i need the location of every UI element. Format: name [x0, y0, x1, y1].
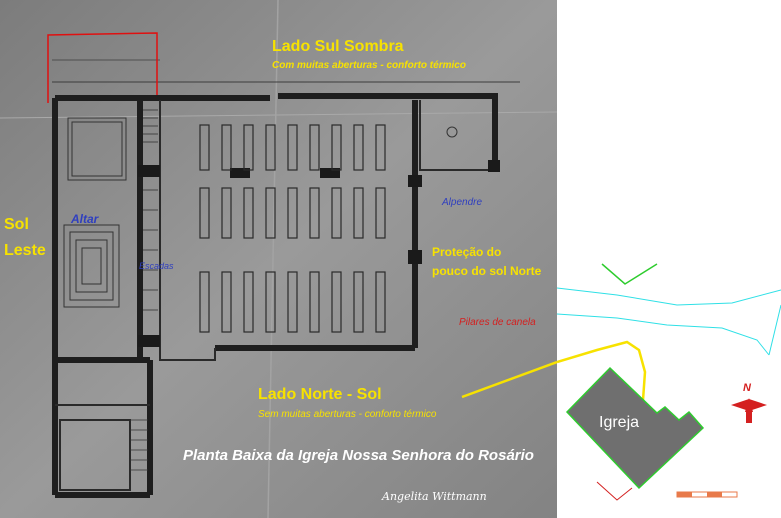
north-sun-protection-label-1: Proteção do	[432, 245, 502, 259]
site-plan-drawing	[557, 263, 781, 501]
site-plan: Igreja N	[557, 0, 781, 518]
church-label: Igreja	[599, 414, 640, 431]
plan-caption: Planta Baixa da Igreja Nossa Senhora do …	[183, 447, 534, 464]
south-side-note: Com muitas aberturas - conforto térmico	[272, 60, 466, 71]
porch-label: Alpendre	[442, 197, 483, 208]
altar-label: Altar	[71, 212, 99, 226]
author-signature: Angelita Wittmann	[382, 490, 487, 503]
stairs-label: Escadas	[139, 261, 174, 271]
sun-east-label-1: Sol	[4, 216, 29, 233]
church-footprint	[565, 366, 705, 490]
south-side-label: Lado Sul Sombra	[272, 38, 404, 55]
floor-plan-drawing	[0, 0, 557, 518]
north-sun-protection-label-2: pouco do sol Norte	[432, 264, 542, 278]
sun-east-label-2: Leste	[4, 242, 46, 259]
floor-plan: Lado Sul Sombra Com muitas aberturas - c…	[0, 0, 557, 518]
pillars-label: Pilares de canela	[459, 317, 536, 328]
scale-bar	[676, 491, 738, 498]
north-letter: N	[743, 382, 751, 394]
north-side-label: Lado Norte - Sol	[258, 386, 382, 403]
north-side-note: Sem muitas aberturas - conforto térmico	[258, 409, 437, 420]
north-arrow-icon	[731, 398, 767, 423]
